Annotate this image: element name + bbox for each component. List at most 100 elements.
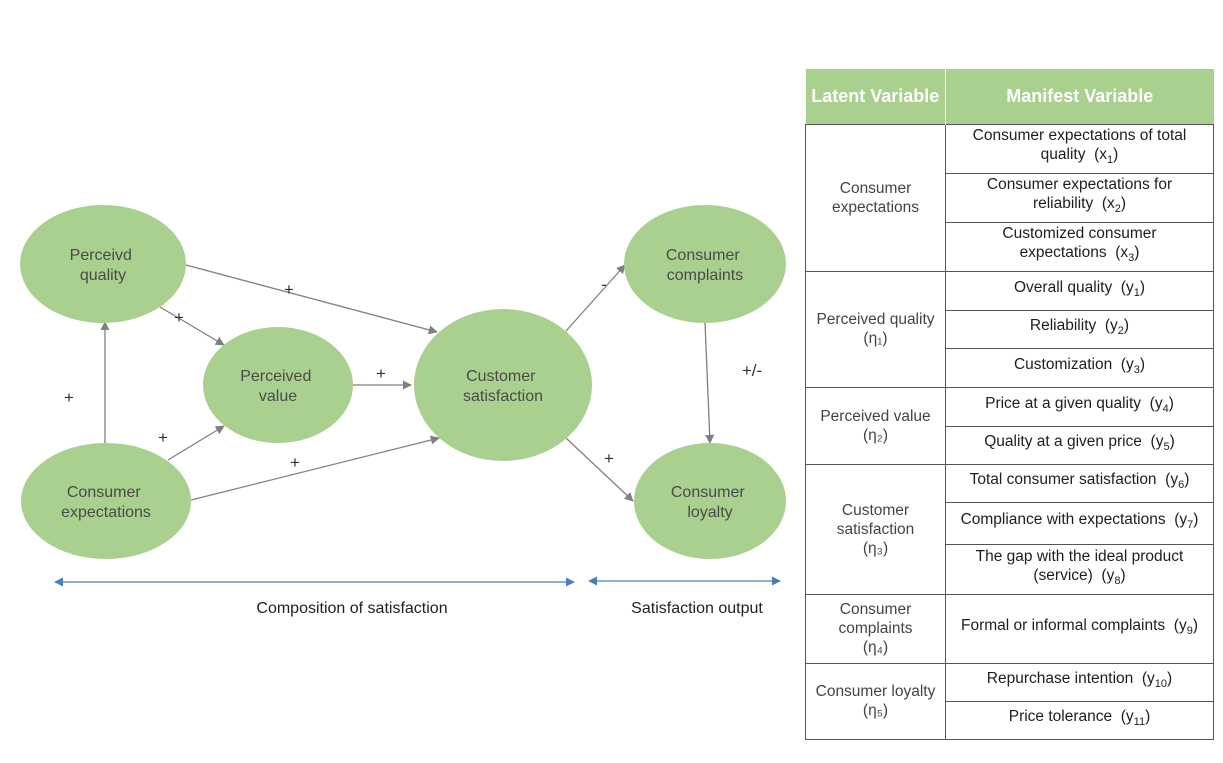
manifest-variable-symbol: y <box>1125 278 1134 296</box>
manifest-variable-text: The gap with the ideal product (service)… <box>975 547 1184 584</box>
sign-cc-to-cl: +/- <box>742 361 762 380</box>
manifest-variable-cell: Price tolerance (y11) <box>945 700 1214 740</box>
manifest-variable-cell: Overall quality (y1) <box>945 270 1214 311</box>
section-label-composition: Composition of satisfaction <box>256 600 447 617</box>
table-row: Consumer expectations Consumer expectatio… <box>805 123 1214 272</box>
node-label-consumer-complaints: Consumer complaints <box>666 247 744 284</box>
table-row: Consumer expectations for reliability (x… <box>806 172 1214 223</box>
manifest-variable-cell: Formal or informal complaints (y9) <box>945 593 1214 664</box>
node-label-perceived-quality: Perceivd quality <box>70 247 137 284</box>
table-row: Consumer loyalty (η₅) Repurchase intention… <box>805 662 1214 740</box>
node-perceived-quality <box>20 205 186 323</box>
latent-variable-cell: Consumer complaints (η₄) <box>805 593 946 664</box>
manifest-variable-symbol: x <box>1107 195 1115 213</box>
manifest-variable-symbol: y <box>1147 670 1155 688</box>
manifest-variable-symbol: x <box>1120 244 1129 262</box>
table-row: Customer satisfaction(η₃)Total consumer … <box>805 463 1214 595</box>
latent-variable-cell: Perceived value(η₂) <box>805 386 946 465</box>
manifest-variable-index: 3 <box>1133 364 1140 377</box>
manifest-variable-text: Total consumer satisfaction ( <box>969 471 1171 489</box>
manifest-variable-index: 8 <box>1114 575 1121 588</box>
manifest-variable-index: 10 <box>1154 678 1168 691</box>
node-label-consumer-loyalty: Consumer loyalty <box>671 484 749 521</box>
manifest-variable-index: 1 <box>1107 154 1114 167</box>
latent-variable-name: Consumer expectations <box>831 179 920 216</box>
sign-ce-to-pv: + <box>158 428 168 447</box>
acsi-model-diagram: Perceivd quality Perceived value Consume… <box>20 205 786 617</box>
manifest-variable-cell: Repurchase intention (y10) <box>945 662 1214 702</box>
table-row: Consumer complaints (η₄) Formal or informa… <box>805 593 1214 664</box>
manifest-variable-text: Repurchase intention ( <box>986 670 1148 688</box>
manifest-variable-cell: Customized consumer expectations (x3) <box>945 221 1214 272</box>
table-row: Perceived value(η₂)Price at a given qual… <box>805 386 1214 465</box>
arrow-ce-to-cs <box>190 435 440 501</box>
manifest-variable-text: Customized consumer expectations ( <box>1002 225 1157 262</box>
latent-variable-cell: Perceived quality (η₁) <box>805 270 946 388</box>
sign-pq-to-cs: + <box>284 280 294 299</box>
manifest-variable-symbol: y <box>1170 471 1179 489</box>
manifest-variable-symbol: x <box>1099 146 1108 164</box>
manifest-variable-index: 5 <box>1163 441 1170 454</box>
manifest-variable-index: 11 <box>1133 716 1146 729</box>
arrow-cs-to-cl <box>565 437 634 502</box>
manifest-variable-symbol: y <box>1110 317 1118 335</box>
manifest-variable-index: 6 <box>1178 479 1185 492</box>
latent-variable-name: Perceived quality <box>816 311 935 328</box>
manifest-variable-cell: Consumer expectations of total quality (… <box>945 123 1214 174</box>
manifest-variable-cell: Quality at a given price (y5) <box>945 425 1214 465</box>
manifest-variable-symbol: y <box>1106 566 1115 584</box>
latent-variable-name: Customer satisfaction <box>836 501 915 538</box>
manifest-variable-cell: Customization (y3) <box>945 347 1214 388</box>
table-row: Price tolerance (y11) <box>806 700 1214 740</box>
latent-variable-symbol: (η₅) <box>862 702 889 719</box>
section-label-output: Satisfaction output <box>631 600 763 617</box>
table-row: Quality at a given price (y5) <box>806 425 1214 465</box>
node-consumer-complaints <box>624 205 786 323</box>
manifest-variable-text: Quality at a given price ( <box>984 433 1156 451</box>
latent-variable-cell: Consumer loyalty (η₅) <box>805 662 946 740</box>
manifest-variable-cell: Price at a given quality (y4) <box>945 386 1214 427</box>
manifest-variable-symbol: y <box>1154 394 1163 412</box>
manifest-variable-index: 9 <box>1186 625 1193 638</box>
latent-variable-name: Perceived value <box>820 407 931 425</box>
manifest-variable-symbol: y <box>1125 708 1134 726</box>
manifest-variable-cell: Consumer expectations for reliability (x… <box>945 172 1214 223</box>
manifest-variable-cell: Reliability (y2) <box>945 309 1214 349</box>
manifest-variable-cell: Total consumer satisfaction (y6) <box>945 463 1214 503</box>
manifest-variable-symbol: y <box>1179 511 1188 529</box>
manifest-variable-index: 4 <box>1162 403 1169 416</box>
sign-ce-to-cs: + <box>290 453 300 472</box>
manifest-variable-text: Consumer expectations for reliability ( <box>986 176 1173 213</box>
latent-variable-name: Consumer loyalty <box>815 683 936 700</box>
sign-cs-to-cl: + <box>604 449 614 468</box>
manifest-variable-index: 2 <box>1114 203 1121 216</box>
table-row: Compliance with expectations (y7) <box>806 501 1214 545</box>
manifest-variable-text: Price tolerance ( <box>1008 708 1126 726</box>
manifest-variable-symbol: y <box>1125 355 1134 373</box>
manifest-variable-index: 3 <box>1128 252 1135 265</box>
node-customer-satisfaction <box>414 309 592 461</box>
sign-pv-to-cs: + <box>376 364 386 383</box>
latent-variable-symbol: (η₃) <box>862 539 889 557</box>
table-row: Reliability (y2) <box>806 309 1214 349</box>
manifest-variable-cell: The gap with the ideal product (service)… <box>945 543 1214 595</box>
node-consumer-expectations <box>21 443 191 559</box>
manifest-variable-index: 1 <box>1133 287 1140 300</box>
arrow-pq-to-cs <box>185 264 438 335</box>
manifest-variable-index: 7 <box>1187 519 1194 532</box>
latent-variable-cell: Customer satisfaction(η₃) <box>805 463 946 595</box>
manifest-variable-text: Reliability ( <box>1029 317 1111 335</box>
node-perceived-value <box>203 327 353 443</box>
manifest-variable-text: Customization ( <box>1013 355 1126 373</box>
latent-variable-symbol: (η₄) <box>862 639 889 656</box>
arrow-cs-to-cc <box>565 264 626 332</box>
sign-ce-to-pq: + <box>64 388 74 407</box>
table-row: Customization (y3) <box>806 347 1214 388</box>
latent-variable-symbol: (η₁) <box>863 330 888 347</box>
manifest-variable-cell: Compliance with expectations (y7) <box>945 501 1214 545</box>
node-consumer-loyalty <box>634 443 786 559</box>
manifest-variable-text: Formal or informal complaints ( <box>961 616 1179 634</box>
table-header-row: Latent Variable Manifest Variable <box>805 69 1214 124</box>
latent-variable-name: Consumer complaints <box>838 601 913 637</box>
arrow-ce-to-pv <box>167 425 225 461</box>
